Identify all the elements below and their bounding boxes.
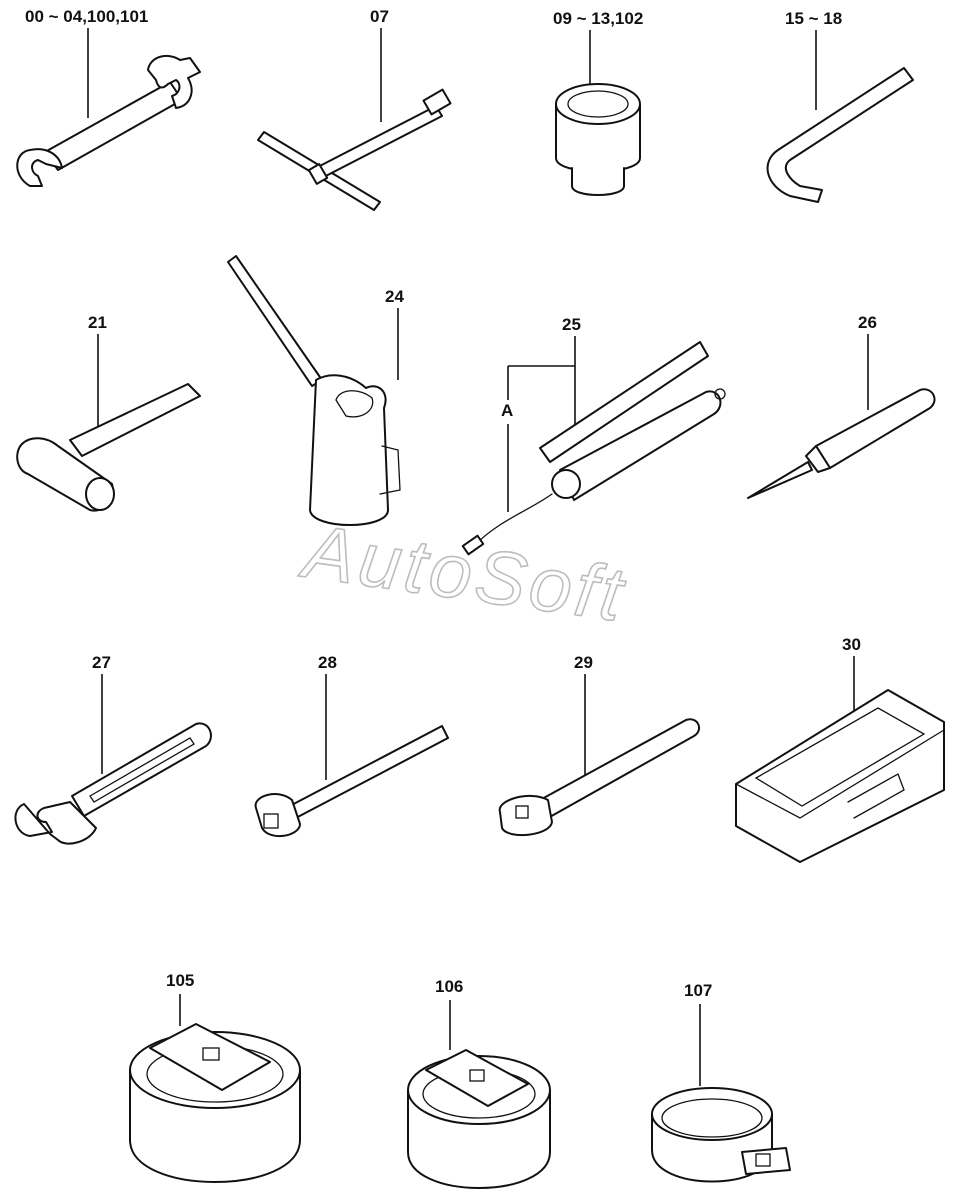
label-filter-wrench-large: 105 xyxy=(166,971,194,990)
hex-key[interactable]: 15 ~ 18 xyxy=(766,9,914,203)
greasegun-lever xyxy=(539,341,709,463)
socket-top xyxy=(555,83,641,125)
socket-drive-end xyxy=(571,167,625,196)
filter-wrench-medium[interactable]: 106 xyxy=(407,977,551,1189)
label-toolbox: 30 xyxy=(842,635,861,654)
oil-can[interactable]: 24 xyxy=(227,255,404,526)
label-hammer: 21 xyxy=(88,313,107,332)
screwdriver-handle xyxy=(815,388,936,469)
label-tbar: 07 xyxy=(370,7,389,26)
fw106-bridge xyxy=(425,1049,529,1107)
screwdriver[interactable]: 26 xyxy=(747,313,936,499)
label-screwdriver: 26 xyxy=(858,313,877,332)
greasegun-nozzle xyxy=(461,534,485,556)
socket-12pt-bore xyxy=(567,90,629,118)
label-greasegun-hose: A xyxy=(501,401,513,420)
extbar-square-drive xyxy=(263,813,279,829)
wrench-jaw-bottom xyxy=(16,148,63,187)
adjustable-wrench[interactable]: 27 xyxy=(14,653,212,845)
oilcan-body xyxy=(309,374,389,526)
label-oilcan: 24 xyxy=(385,287,404,306)
socket[interactable]: 09 ~ 13,102 xyxy=(553,9,643,196)
filter-wrench-large[interactable]: 105 xyxy=(129,971,301,1183)
fw106-square-drive xyxy=(469,1069,485,1082)
extbar-shaft xyxy=(285,725,449,821)
tbar-collar xyxy=(307,163,329,185)
wrench-jaw-top xyxy=(147,54,201,109)
adjwrench-jaw xyxy=(14,801,97,845)
toolbox-body xyxy=(735,689,945,863)
label-filter-wrench-medium: 106 xyxy=(435,977,463,996)
oilcan-spout xyxy=(227,255,323,387)
tbar-socket-end xyxy=(422,88,452,116)
extension-bar[interactable]: 28 xyxy=(254,653,449,838)
fw107-inner xyxy=(661,1098,763,1138)
adjwrench-slot xyxy=(89,737,195,803)
toolbox-lid-panel xyxy=(754,707,926,807)
label-hexkey: 15 ~ 18 xyxy=(785,9,842,28)
ratchet-head xyxy=(498,795,553,837)
hammer[interactable]: 21 xyxy=(16,313,201,512)
screwdriver-ferrule xyxy=(805,445,831,473)
toolbox-handle xyxy=(847,773,905,819)
hammer-face xyxy=(85,477,115,511)
wrench-handle xyxy=(44,81,183,171)
fw105-bridge xyxy=(149,1023,271,1091)
fw107-tab xyxy=(741,1147,791,1175)
label-extension-bar: 28 xyxy=(318,653,337,672)
oilcan-lid xyxy=(335,390,374,418)
label-greasegun: 25 xyxy=(562,315,581,334)
ratchet-square-drive xyxy=(515,805,529,819)
hex-key-body xyxy=(766,67,914,203)
filter-wrench-band[interactable]: 107 xyxy=(651,981,791,1183)
fw107-square-drive xyxy=(755,1153,771,1167)
grease-gun[interactable]: 25 A xyxy=(461,315,726,556)
greasegun-barrel xyxy=(559,390,722,501)
ratchet[interactable]: 29 xyxy=(498,653,701,837)
greasegun-hose xyxy=(475,493,553,545)
label-socket: 09 ~ 13,102 xyxy=(553,9,643,28)
ratchet-handle xyxy=(539,718,701,819)
t-bar-wrench[interactable]: 07 xyxy=(257,7,452,211)
label-adjustable-wrench: 27 xyxy=(92,653,111,672)
tool-box[interactable]: 30 xyxy=(735,635,945,863)
open-end-wrench[interactable]: 00 ~ 04,100,101 xyxy=(16,7,201,187)
watermark: AutoSoft xyxy=(295,508,631,638)
label-ratchet: 29 xyxy=(574,653,593,672)
greasegun-head xyxy=(551,469,581,499)
oilcan-handle xyxy=(379,445,401,495)
hammer-handle xyxy=(69,383,201,457)
fw105-square-drive xyxy=(202,1047,220,1061)
toolbox-lid-edge xyxy=(735,729,945,819)
label-filter-wrench-band: 107 xyxy=(684,981,712,1000)
label-wrench: 00 ~ 04,100,101 xyxy=(25,7,148,26)
fw107-rim xyxy=(651,1087,773,1141)
tbar-shaft xyxy=(311,105,443,181)
greasegun-ring xyxy=(714,388,726,400)
screwdriver-blade xyxy=(747,461,813,499)
